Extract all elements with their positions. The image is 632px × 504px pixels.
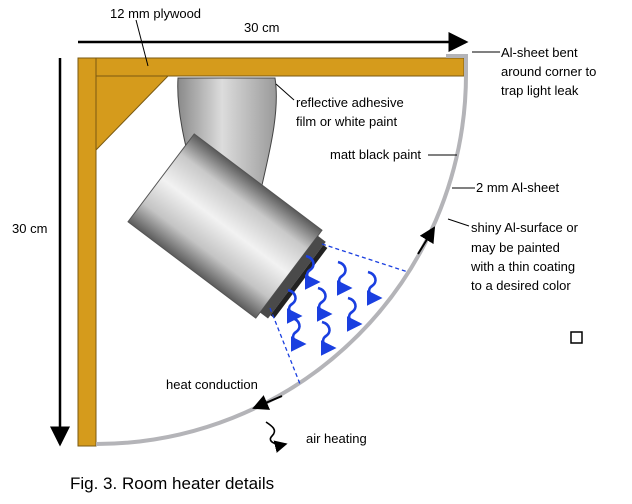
label-heat-conduction: heat conduction bbox=[166, 377, 258, 392]
beam-line-upper bbox=[321, 243, 409, 273]
label-plywood: 12 mm plywood bbox=[110, 6, 201, 21]
label-reflective-line-2: film or white paint bbox=[296, 114, 398, 129]
label-shiny-line-2: may be painted bbox=[471, 240, 560, 255]
wavy-heat-arrow bbox=[316, 286, 333, 322]
wavy-heat-arrow bbox=[320, 320, 337, 356]
wavy-heat-arrow bbox=[366, 270, 383, 306]
wavy-heat-arrow bbox=[286, 288, 303, 324]
label-shiny-line-4: to a desired color bbox=[471, 278, 571, 293]
air-heating-arrow bbox=[265, 421, 288, 453]
leader-plywood bbox=[135, 19, 149, 67]
leader-reflective bbox=[275, 83, 295, 101]
label-shiny-line-1: shiny Al-surface or bbox=[471, 220, 579, 235]
wavy-heat-arrow bbox=[346, 296, 363, 332]
leader-shiny bbox=[447, 218, 470, 227]
label-width: 30 cm bbox=[244, 20, 279, 35]
label-al-bent-line-3: trap light leak bbox=[501, 83, 579, 98]
plywood-frame bbox=[77, 57, 465, 447]
label-height: 30 cm bbox=[12, 221, 47, 236]
aluminium-sheet bbox=[95, 54, 469, 446]
label-al-bent-line-1: Al-sheet bent bbox=[501, 45, 578, 60]
upward-flow-arrow bbox=[417, 226, 436, 255]
label-matt-black: matt black paint bbox=[330, 147, 421, 162]
wavy-heat-arrow bbox=[290, 316, 307, 352]
heat-arrows bbox=[286, 254, 383, 356]
plywood-top-board bbox=[77, 57, 465, 77]
plywood-corner-brace bbox=[95, 75, 170, 152]
label-reflective-line-1: reflective adhesive bbox=[296, 95, 404, 110]
beam-lines bbox=[269, 243, 409, 385]
wavy-heat-arrow bbox=[336, 260, 353, 296]
checkbox-icon bbox=[570, 331, 583, 344]
wavy-heat-arrow bbox=[304, 254, 321, 290]
plywood-left-board bbox=[77, 57, 97, 447]
figure-caption: Fig. 3. Room heater details bbox=[70, 474, 274, 493]
heat-conduction-arrow bbox=[252, 395, 283, 410]
label-al-bent-line-2: around corner to bbox=[501, 64, 596, 79]
leader-lines bbox=[135, 19, 500, 227]
label-air-heating: air heating bbox=[306, 431, 367, 446]
label-shiny-line-3: with a thin coating bbox=[470, 259, 575, 274]
label-al-sheet: 2 mm Al-sheet bbox=[476, 180, 559, 195]
